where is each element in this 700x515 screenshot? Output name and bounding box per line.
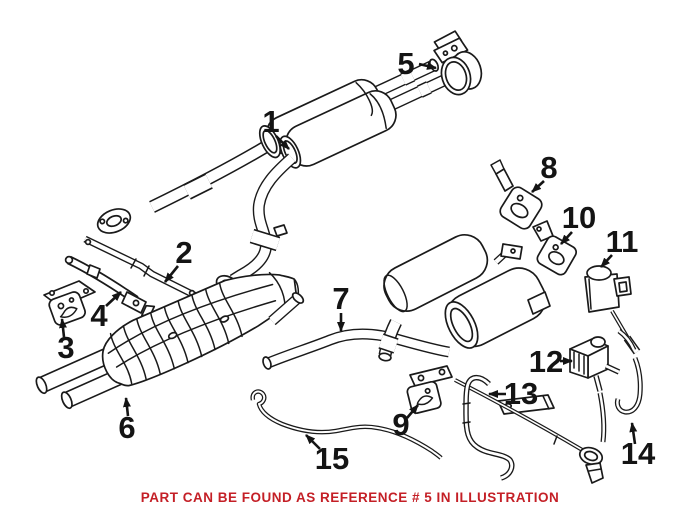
callout-arrow-3 [59,318,67,338]
callout-label-7: 7 [332,281,349,316]
callout-label-9: 9 [392,407,409,442]
callout-arrow-9 [406,404,419,419]
callout-arrow-8 [531,180,545,193]
callout-label-6: 6 [118,410,135,445]
callout-label-8: 8 [540,150,557,185]
callout-label-12: 12 [529,344,563,379]
valve-drawing [569,336,621,392]
callout-label-3: 3 [57,330,74,365]
callout-arrow-10 [560,231,573,245]
callout-label-5: 5 [397,46,414,81]
callout-label-10: 10 [562,200,596,235]
callout-arrow-11 [600,254,613,268]
callout-label-2: 2 [175,235,192,270]
support-strap-drawing [83,235,198,300]
vacuum-hose-14-drawing [614,328,643,415]
reference-note: PART CAN BE FOUND AS REFERENCE # 5 IN IL… [140,490,560,505]
callout-label-1: 1 [262,104,279,139]
callout-arrow-14 [629,422,638,445]
vacuum-actuator-drawing [584,265,641,355]
rubber-hanger-10-drawing [532,220,578,276]
exhaust-clamp-drawing [433,30,483,96]
callout-label-14: 14 [621,436,656,471]
rubber-mount-bracket-drawing [43,280,96,326]
front-muffler-drawing [35,271,300,410]
support-bracket-drawing [64,255,147,314]
center-y-pipe-drawing [215,153,296,294]
callout-label-11: 11 [606,224,639,259]
callout-arrow-2 [163,265,180,283]
connecting-pipe-drawing [262,292,450,370]
hanger-bracket-9-drawing [406,365,453,415]
callout-label-13: 13 [504,376,538,411]
callout-arrow-15 [305,434,321,450]
callout-arrow-1 [275,135,290,150]
cable-drawing [250,389,443,460]
center-muffler-drawing [258,58,460,169]
front-pipe-drawing [96,140,271,234]
callouts: 1 2 3 4 5 6 7 8 9 10 11 12 13 14 15 [57,46,656,476]
rear-muffler-drawing [378,234,555,415]
vacuum-hose-13-drawing [454,374,607,484]
rubber-hanger-8-drawing [490,159,543,230]
callout-arrow-5 [418,62,437,70]
callout-arrow-6 [123,397,131,417]
callout-arrow-4 [105,291,122,307]
callout-label-4: 4 [90,298,108,333]
callout-label-15: 15 [315,441,349,476]
